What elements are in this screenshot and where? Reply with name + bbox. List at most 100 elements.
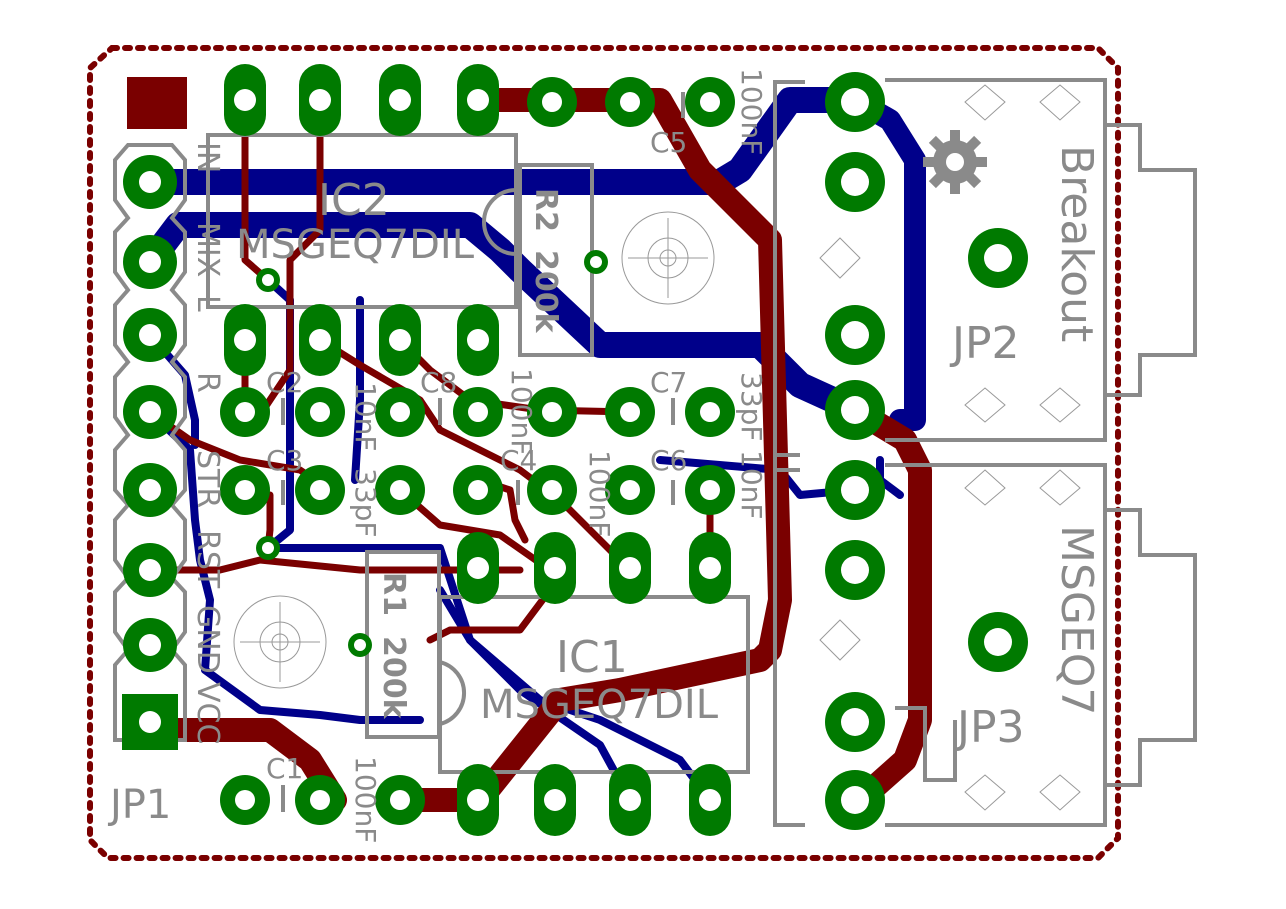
jp1-pin-label: L <box>190 295 225 312</box>
jp3-outline <box>885 463 1107 827</box>
c6-ref: C6 <box>650 444 687 477</box>
ic2-pin <box>224 64 266 136</box>
capacitor-pad <box>453 465 503 515</box>
jp3-ref: JP3 <box>954 702 1025 753</box>
capacitor-pad <box>685 77 735 127</box>
jp1-outline <box>113 143 187 742</box>
c4-ref: C4 <box>500 444 537 477</box>
jack-pad <box>825 460 885 520</box>
jp1-pad-vcc <box>122 694 178 750</box>
jp2-ref: JP2 <box>949 318 1020 369</box>
jp1-pad <box>123 385 177 439</box>
board-name-alt: MSGEQ7 <box>1051 525 1102 715</box>
ic2-value: MSGEQ7DIL <box>236 222 475 268</box>
ic1-pin <box>609 532 651 604</box>
ic1-pin <box>534 764 576 836</box>
capacitor-pad <box>295 387 345 437</box>
ic1-pin <box>609 764 651 836</box>
c7-value: 33pF <box>735 372 768 442</box>
capacitor-pad <box>527 387 577 437</box>
capacitor-pad <box>605 465 655 515</box>
board-name: Breakout <box>1051 145 1102 342</box>
ic2-body <box>206 133 518 309</box>
ic1-pin <box>457 532 499 604</box>
jp1-pin-label: STR <box>190 450 225 508</box>
r2-ref: R2 <box>528 188 563 232</box>
jp1-pin-label: VCC <box>190 682 225 744</box>
via <box>256 268 280 292</box>
capacitor-pad <box>295 465 345 515</box>
ic2-ref: IC2 <box>318 175 390 226</box>
jp1-pad <box>123 463 177 517</box>
ic2-pin <box>299 304 341 376</box>
jp1-pad <box>123 235 177 289</box>
capacitor-pad <box>375 465 425 515</box>
c6-value: 10nF <box>735 450 768 519</box>
jack-pad <box>825 152 885 212</box>
ic2-pin <box>379 304 421 376</box>
capacitor-pad <box>453 387 503 437</box>
c8-value: 100nF <box>505 368 538 455</box>
capacitor-pad <box>527 465 577 515</box>
ic1-value: MSGEQ7DIL <box>480 682 719 728</box>
capacitor-pad <box>605 387 655 437</box>
c3-value: 33pF <box>349 468 382 538</box>
jack-pad <box>825 305 885 365</box>
capacitor-pad <box>375 387 425 437</box>
via <box>348 633 372 657</box>
r1-ref: R1 <box>376 572 411 616</box>
ic2-pin <box>224 304 266 376</box>
jp1-pad <box>123 618 177 672</box>
jp1-pin-label: R <box>190 372 225 393</box>
capacitor-pad <box>375 775 425 825</box>
board-outline <box>87 45 1121 861</box>
jp1-ref: JP1 <box>107 782 171 828</box>
c8-ref: C8 <box>420 366 457 399</box>
jp1-pad <box>123 308 177 362</box>
jack-pad <box>825 692 885 752</box>
ic1-pin <box>457 764 499 836</box>
gear-logo <box>923 130 987 194</box>
c5-value: 100nF <box>735 68 768 155</box>
r1-value: 200k <box>376 636 411 720</box>
ic1-pin <box>534 532 576 604</box>
jack-pad <box>825 380 885 440</box>
ic1-ref: IC1 <box>556 632 628 683</box>
jp1-pin-label: RST <box>190 530 225 589</box>
capacitor-pad <box>220 387 270 437</box>
jp2-center-pad <box>968 228 1028 288</box>
jack-pad <box>825 72 885 132</box>
jp2-outline <box>885 78 1107 442</box>
jack-pad <box>825 540 885 600</box>
silkscreen-text: JP1 JP2 JP3 IC2 MSGEQ7DIL IC1 MSGEQ7DIL … <box>107 68 1102 843</box>
capacitor-pad <box>527 77 577 127</box>
fiducial-square <box>127 77 187 129</box>
capacitor-pad <box>605 77 655 127</box>
pads-layer <box>122 64 1028 836</box>
ic2-pin <box>379 64 421 136</box>
c2-value: 10nF <box>349 382 382 451</box>
capacitor-pad <box>220 775 270 825</box>
r2-value: 200k <box>528 250 563 334</box>
c7-ref: C7 <box>650 366 687 399</box>
jack-pad <box>825 770 885 830</box>
ic2-pin <box>457 304 499 376</box>
jp1-pin-label: MIX <box>190 222 225 277</box>
silkscreen-layer <box>113 78 1197 827</box>
ic2-pin <box>457 64 499 136</box>
jp1-pin-label: GND <box>190 605 225 674</box>
via <box>584 250 608 274</box>
jack-bracket <box>773 80 805 827</box>
capacitor-pad <box>220 465 270 515</box>
capacitor-pad <box>685 465 735 515</box>
potentiometer-outlines <box>233 84 1081 811</box>
jp1-pad <box>123 155 177 209</box>
jp1-pad <box>123 543 177 597</box>
ic1-pin <box>689 764 731 836</box>
capacitor-pad <box>295 775 345 825</box>
ic1-pin <box>689 532 731 604</box>
c3-ref: C3 <box>266 444 303 477</box>
jp3-center-pad <box>968 612 1028 672</box>
